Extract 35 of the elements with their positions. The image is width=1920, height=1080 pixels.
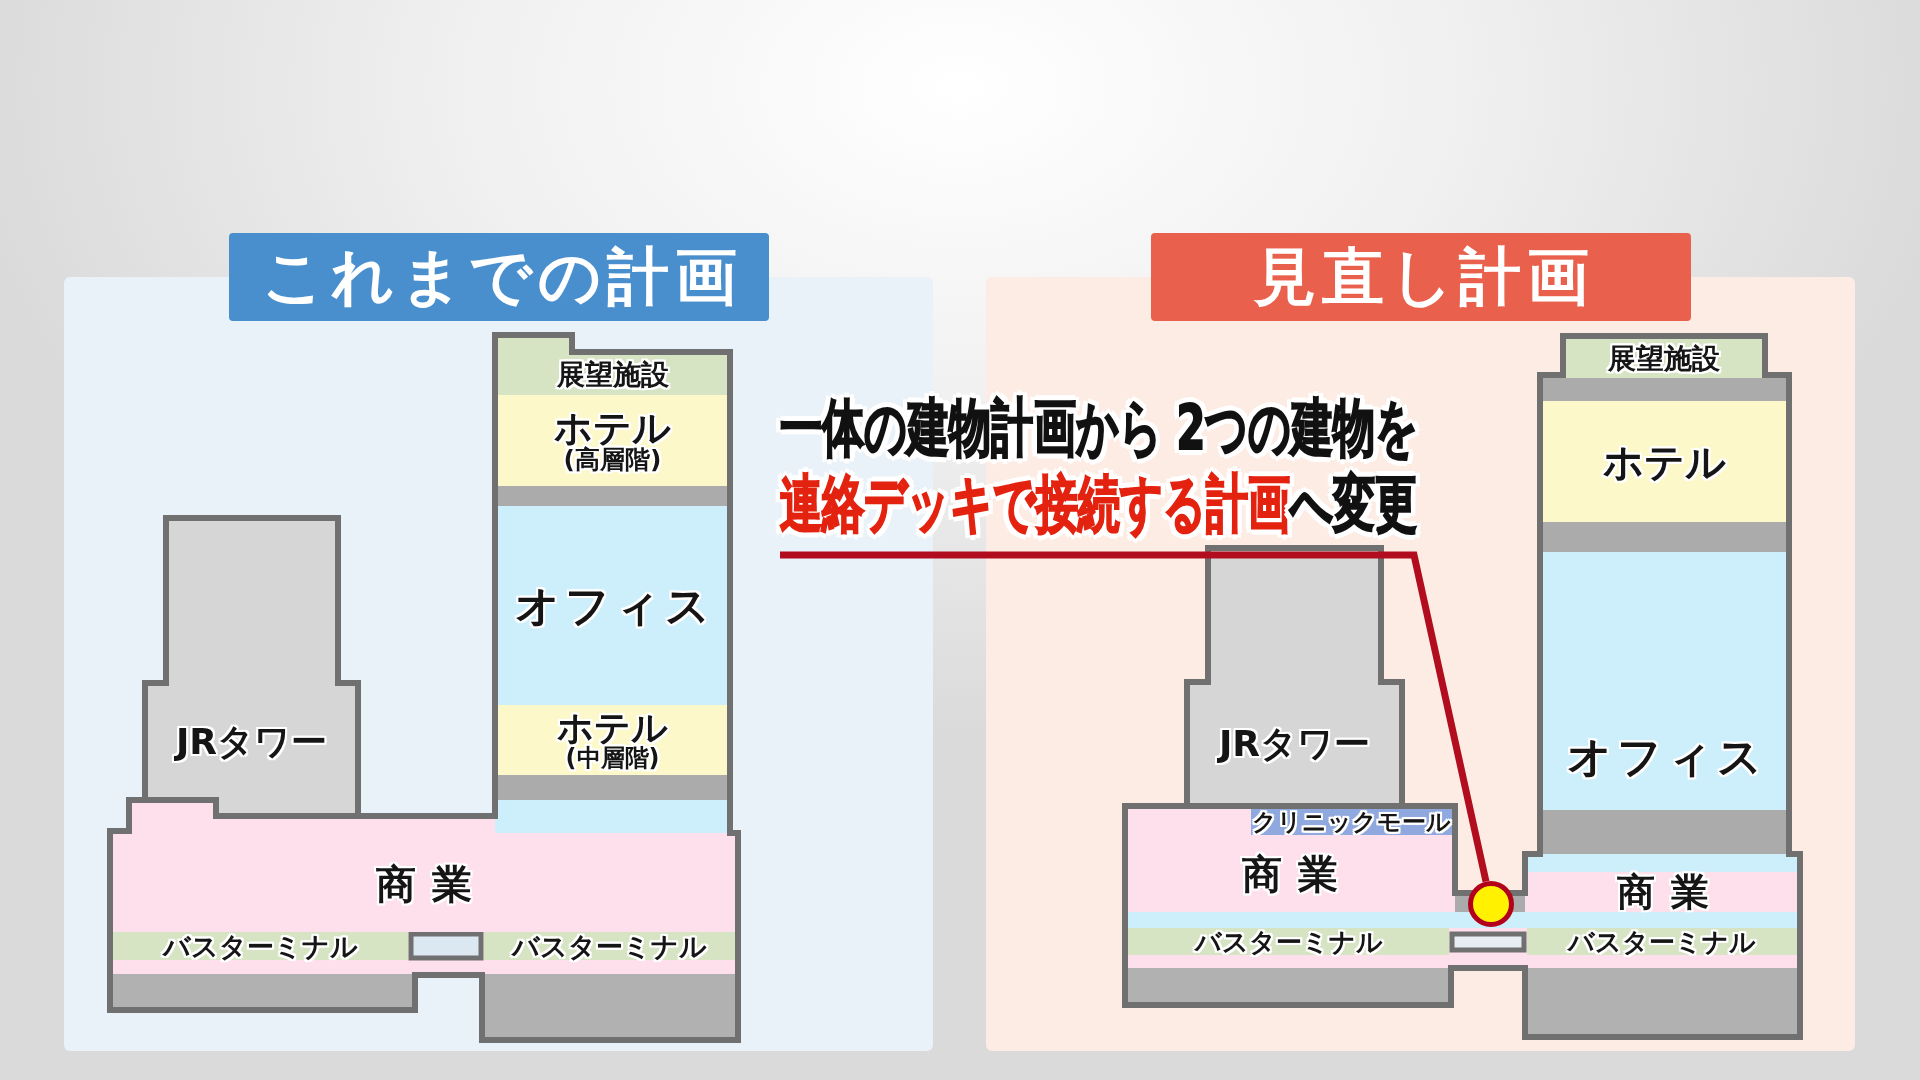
floor-band [1566,339,1762,378]
floor-band [498,395,727,486]
floor-label: (中層階) [565,746,660,770]
floor-label: オフィス [1566,735,1767,779]
floor-label: ホテル [1603,441,1726,482]
floor-band [498,506,727,705]
floor-label: 商業 [375,864,488,904]
building-label: JRタワー [175,723,328,760]
floor-band [484,932,735,960]
floor-label: 展望施設 [1608,344,1720,373]
title-tab: 見直し計画 [1151,233,1691,321]
building-label: JRタワー [1218,726,1371,762]
floor-label: ホテル [557,710,668,746]
floor-label: 商業 [1241,853,1354,894]
floor-band [498,705,727,775]
floor-label: バスターミナル [1194,928,1383,955]
floor-label: クリニックモール [1252,810,1451,834]
floor-band [1543,401,1786,522]
floor-label: バスターミナル [512,932,707,960]
floor-label: 展望施設 [556,361,669,389]
floor-label: (高層階) [563,447,662,472]
title-tab: これまでの計画 [229,233,769,321]
floor-label: バスターミナル [1568,928,1756,955]
floor-band [1543,552,1786,810]
floor-band [113,932,408,960]
floor-band [498,355,727,395]
leader-line [780,551,1490,883]
floor-band [1128,928,1449,955]
floor-label: バスターミナル [163,932,358,960]
floor-band [1527,928,1797,955]
callout-text: 一体の建物計画から 2つの建物を連絡デッキで接続する計画へ変更 [780,390,1423,555]
floor-label: ホテル [554,409,671,447]
dot-icon [1468,881,1514,927]
floor-label: オフィス [514,583,715,628]
floor-label: 商業 [1615,873,1725,911]
